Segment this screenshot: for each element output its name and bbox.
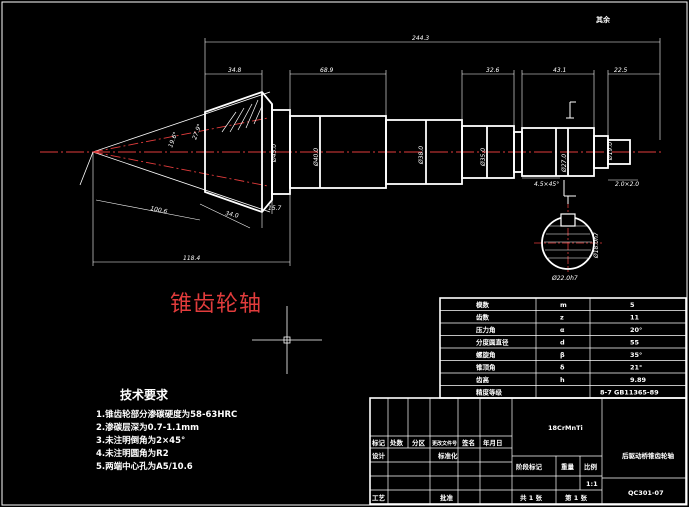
tb-standard: 标准化 — [437, 451, 458, 460]
title-block: 18CrMnTi 后驱动桥锥齿轮轴 QC301-07 标记 处数 分区 更改文件… — [369, 397, 687, 505]
param-sym: m — [560, 301, 567, 309]
pitch-cone-lines — [92, 117, 269, 187]
tech-line: 2.渗碳层深为0.7-1.1mm — [96, 423, 200, 433]
tb-h-mark: 标记 — [371, 438, 386, 447]
dim-dia3: Ø38.0 — [418, 146, 425, 165]
param-sym: z — [560, 314, 564, 322]
dim-chamfer: 4.5×45° — [534, 181, 559, 188]
tb-material: 18CrMnTi — [548, 424, 583, 432]
param-val: 11 — [630, 314, 640, 322]
tech-heading: 技术要求 — [120, 388, 169, 402]
param-name: 螺旋角 — [476, 350, 496, 359]
param-val: 5 — [630, 301, 635, 309]
tb-craft: 工艺 — [372, 493, 386, 502]
parameter-rows: 模数 m 5 齿数 z 11 压力角 α 20° 分度圆直径 d 55 螺旋角 β 35° 锥顶角 δ 21° 齿高… — [476, 300, 659, 397]
dim-section-dia: Ø22.0h7 — [551, 275, 578, 282]
param-name: 精度等级 — [476, 388, 503, 397]
param-name: 齿数 — [476, 313, 490, 322]
section-marker — [566, 101, 576, 119]
dim-d9: 15.7 — [268, 205, 282, 212]
param-val: 21° — [630, 364, 642, 372]
dim-d7: 34.0 — [225, 210, 240, 220]
tb-h-count: 处数 — [389, 438, 404, 447]
dim-d5: 22.5 — [614, 67, 628, 74]
tb-stage: 阶段标记 — [516, 462, 543, 471]
param-name: 锥顶角 — [476, 363, 496, 372]
shaft-body — [271, 109, 631, 195]
tb-part-name: 后驱动桥锥齿轮轴 — [622, 451, 675, 460]
dim-dia4: Ø35.0 — [480, 148, 487, 167]
tb-sheet-no: 第 1 张 — [565, 493, 588, 502]
tb-scale-val: 1:1 — [586, 480, 598, 488]
dim-d4: 43.1 — [553, 67, 566, 74]
param-sym: h — [560, 376, 565, 384]
param-val: 55 — [630, 339, 640, 347]
param-val: 20° — [630, 326, 642, 334]
param-val: 9.89 — [630, 376, 647, 384]
tb-scale: 比例 — [584, 462, 598, 471]
dim-angle1: 19.6° — [167, 131, 179, 149]
param-sym: δ — [560, 364, 565, 372]
crosshair-cursor-icon — [252, 306, 322, 374]
dim-d2: 68.9 — [320, 67, 334, 74]
param-sym: d — [560, 339, 565, 347]
gear-hatch — [221, 99, 263, 133]
tech-line: 4.未注明圆角为R2 — [96, 449, 169, 459]
dim-d3: 32.6 — [486, 67, 500, 74]
param-sym: α — [560, 326, 565, 334]
tb-h-doc: 更改文件号 — [432, 440, 457, 447]
tb-weight: 重量 — [561, 462, 575, 471]
param-val: 35° — [630, 351, 642, 359]
tb-code: QC301-07 — [628, 489, 664, 497]
tech-line: 5.两端中心孔为A5/10.6 — [96, 462, 193, 472]
tb-h-date: 年月日 — [483, 438, 503, 447]
dim-dia2: Ø40.0 — [313, 148, 320, 167]
param-name: 模数 — [476, 300, 490, 309]
dimension-lines — [92, 38, 661, 266]
parameter-table: 模数 m 5 齿数 z 11 压力角 α 20° 分度圆直径 d 55 螺旋角 β 35° 锥顶角 δ 21° 齿高… — [439, 297, 687, 399]
tb-h-zone: 分区 — [412, 438, 426, 447]
dim-section-key: Ø18.0h7 — [593, 232, 600, 259]
tb-design: 设计 — [372, 451, 386, 460]
tb-h-sign: 签名 — [461, 438, 475, 447]
dim-total: 244.3 — [412, 35, 429, 42]
dim-d1: 34.8 — [228, 67, 242, 74]
tb-sheets: 共 1 张 — [520, 493, 543, 502]
dim-d8: 118.4 — [183, 255, 200, 262]
dim-d6: 100.6 — [150, 205, 168, 215]
section-view — [534, 180, 604, 272]
cone-construction — [79, 91, 271, 213]
drawing-title: 锥齿轮轴 — [170, 292, 263, 317]
param-name: 齿高 — [476, 375, 490, 384]
param-name: 分度圆直径 — [476, 338, 509, 347]
param-name: 压力角 — [476, 325, 496, 334]
dim-dia5: Ø27.0 — [561, 154, 568, 173]
dim-right-dia: Ø19.0 — [607, 142, 614, 161]
param-val: 8-7 GB11365-89 — [600, 389, 659, 397]
dim-right-len: 2.0×2.0 — [615, 181, 639, 188]
dimension-labels: 244.3 34.8 68.9 32.6 43.1 22.5 100.6 34.… — [150, 35, 640, 282]
tech-line: 3.未注明倒角为2×45° — [96, 436, 186, 446]
tb-approve: 批准 — [440, 493, 454, 502]
top-right-label: 其余 — [596, 15, 611, 24]
dim-dia1: Ø45.0 — [271, 144, 278, 163]
dim-angle2: 27.9° — [191, 123, 203, 141]
param-sym: β — [560, 351, 565, 359]
tech-line: 1.锥齿轮部分渗碳硬度为58-63HRC — [96, 410, 238, 420]
